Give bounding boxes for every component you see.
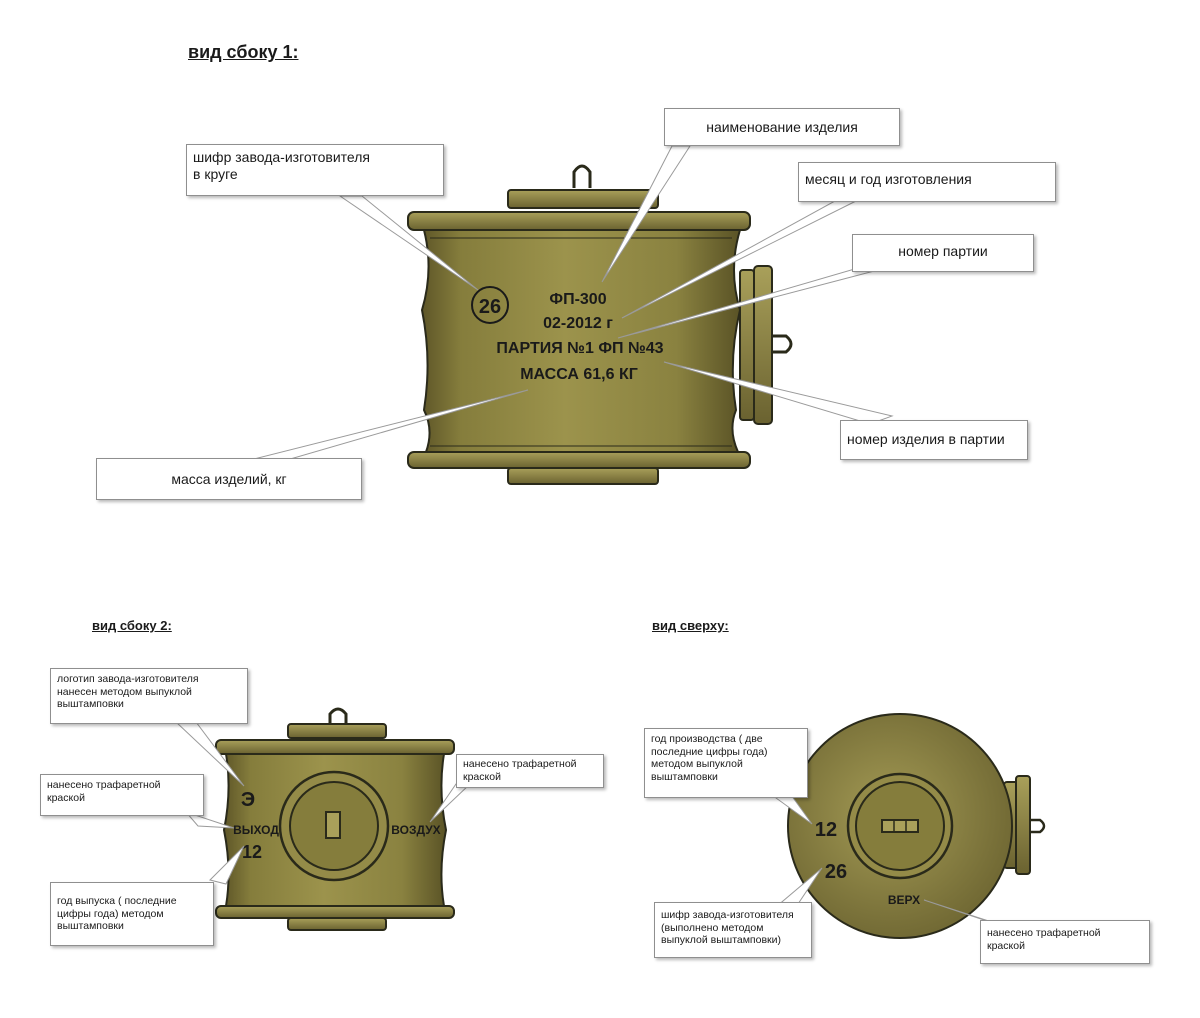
- side-view-2-drum: [215, 707, 455, 931]
- label-top-stencil: нанесено трафаретной краской: [980, 920, 1150, 964]
- mass-text: МАССА 61,6 КГ: [520, 366, 638, 383]
- label-release-year: год выпуска ( последние цифры года) мето…: [50, 882, 214, 946]
- factory-code-circle-text: 26: [479, 296, 501, 318]
- release-year-text: 12: [242, 842, 262, 862]
- title-side-view-2: вид сбоку 2:: [92, 618, 172, 633]
- label-top-factory-code: шифр завода-изготовителя (выполнено мето…: [654, 902, 812, 958]
- exit-text: ВЫХОД: [233, 823, 279, 837]
- label-factory-code: шифр завода-изготовителя в круге: [186, 144, 444, 196]
- title-side-view-1: вид сбоку 1:: [188, 42, 299, 62]
- top-year-text: 12: [815, 819, 837, 841]
- label-batch-number: номер партии: [852, 234, 1034, 272]
- top-factory-code-text: 26: [825, 861, 847, 883]
- side-view-2-callouts: [174, 721, 472, 885]
- label-factory-logo: логотип завода-изготовителя нанесен мето…: [50, 668, 248, 724]
- label-item-number: номер изделия в партии: [840, 420, 1028, 460]
- side-view-1-callouts: [249, 145, 894, 463]
- label-stencil-right: нанесено трафаретной краской: [456, 754, 604, 788]
- factory-logo-mark: Э: [241, 789, 255, 811]
- title-top-view: вид сверху:: [652, 618, 729, 633]
- batch-text: ПАРТИЯ №1 ФП №43: [496, 340, 663, 357]
- product-name-text: ФП-300: [549, 291, 606, 308]
- label-mass: масса изделий, кг: [96, 458, 362, 500]
- top-view-drum: [787, 713, 1046, 939]
- label-production-year: год производства ( две последние цифры г…: [644, 728, 808, 798]
- manufacture-date-text: 02-2012 г: [543, 315, 613, 332]
- up-text: ВЕРХ: [888, 893, 920, 907]
- label-month-year: месяц и год изготовления: [798, 162, 1056, 202]
- label-stencil-left: нанесено трафаретной краской: [40, 774, 204, 816]
- label-product-name: наименование изделия: [664, 108, 900, 146]
- air-text: ВОЗДУХ: [391, 823, 440, 837]
